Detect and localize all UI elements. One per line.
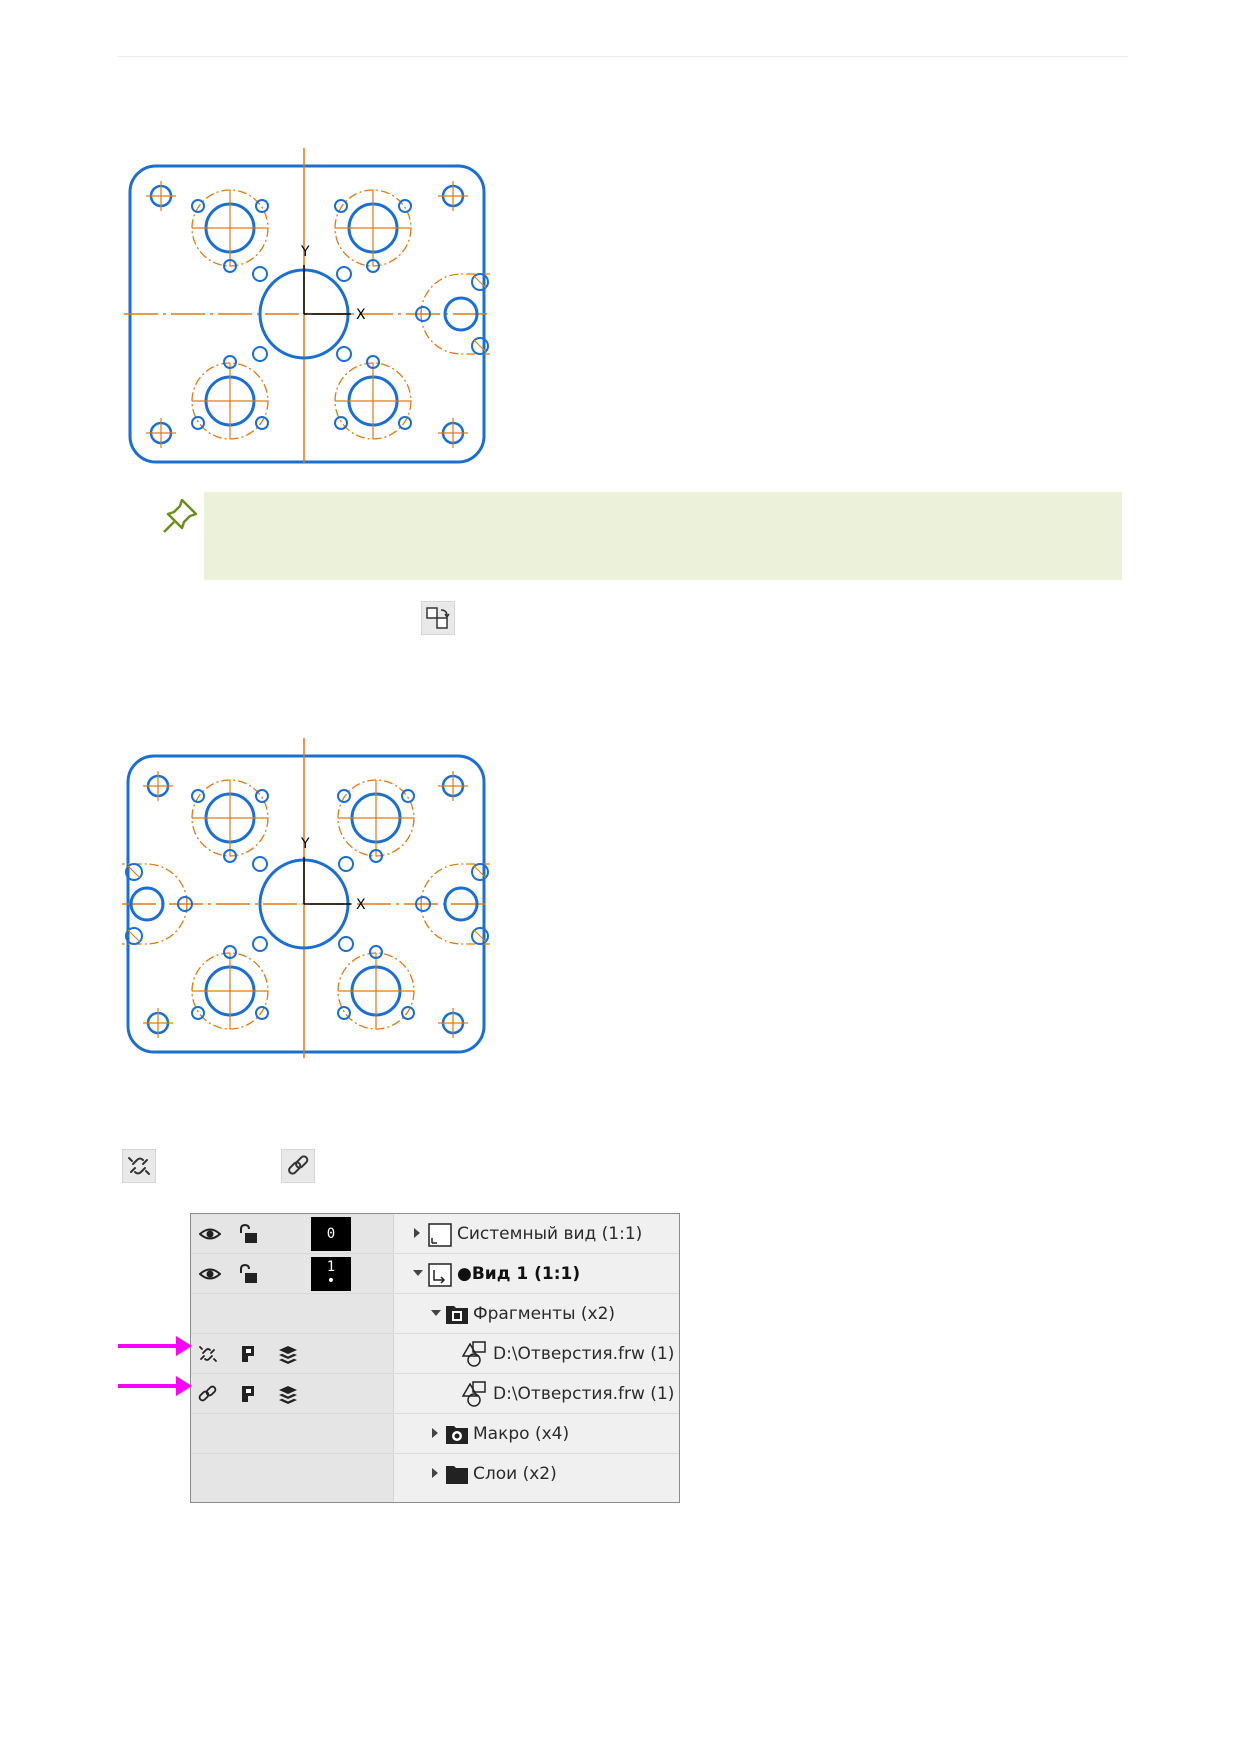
- center-axes: [122, 738, 490, 1058]
- fragment-top-right: [337, 779, 415, 872]
- fragment-insert-icon[interactable]: [237, 1344, 259, 1364]
- fragment-bottom-right: [337, 936, 415, 1030]
- eye-icon[interactable]: [198, 1264, 222, 1284]
- fragment-top-left: [191, 779, 269, 872]
- layers-icon[interactable]: [277, 1384, 299, 1404]
- tree-label: Слои (x2): [473, 1464, 557, 1484]
- unlock-icon[interactable]: [237, 1263, 259, 1284]
- axis-y-label: Y: [300, 244, 310, 260]
- fragment-file-icon: [461, 1380, 489, 1408]
- tree-row-fragment-linked[interactable]: D:\Отверстия.frw (1): [191, 1374, 679, 1414]
- note-box: [204, 492, 1122, 580]
- link-icon[interactable]: [281, 1149, 315, 1183]
- tree-label: D:\Отверстия.frw (1): [493, 1384, 675, 1404]
- tree-row-layers[interactable]: Слои (x2): [191, 1454, 679, 1502]
- tree-label: Фрагменты (x2): [473, 1304, 616, 1324]
- fragments-folder-icon: [445, 1303, 469, 1325]
- layers-icon[interactable]: [277, 1344, 299, 1364]
- system-view-icon: [427, 1222, 453, 1248]
- link-broken-icon[interactable]: [122, 1149, 156, 1183]
- pushpin-icon: [160, 492, 204, 536]
- layers-folder-icon: [445, 1463, 469, 1485]
- expand-arrow-icon[interactable]: [414, 1228, 420, 1238]
- axis-y-label: Y: [300, 836, 310, 852]
- layer-number-value: 1: [326, 1259, 336, 1275]
- swap-view-icon[interactable]: [421, 601, 455, 635]
- pointer-arrow-linked: [118, 1376, 192, 1396]
- tree-row-view-1[interactable]: 1• ●Вид 1 (1:1): [191, 1254, 679, 1294]
- drawing-plate-before: Y X: [124, 148, 490, 464]
- link-broken-icon[interactable]: [197, 1344, 219, 1364]
- tree-label: D:\Отверстия.frw (1): [493, 1344, 675, 1364]
- page-header-rule: [118, 56, 1128, 57]
- fragment-top-right: [334, 189, 412, 282]
- fragment-left: [122, 863, 193, 945]
- fragment-top-left: [191, 189, 269, 282]
- fragment-bottom-right: [334, 346, 412, 440]
- tree-label: Системный вид (1:1): [457, 1224, 643, 1244]
- row-controls-column: [191, 1214, 394, 1502]
- fragment-right: [415, 863, 490, 945]
- axis-x-label: X: [356, 897, 366, 913]
- pointer-arrow-unlinked: [118, 1336, 192, 1356]
- expand-arrow-icon[interactable]: [432, 1428, 438, 1438]
- expand-arrow-icon[interactable]: [432, 1468, 438, 1478]
- tree-row-macro[interactable]: Макро (x4): [191, 1414, 679, 1454]
- tree-row-system-view[interactable]: 0 Системный вид (1:1): [191, 1214, 679, 1254]
- link-icon[interactable]: [197, 1384, 219, 1404]
- fragment-right: [415, 273, 490, 355]
- collapse-arrow-icon[interactable]: [413, 1270, 423, 1276]
- collapse-arrow-icon[interactable]: [431, 1310, 441, 1316]
- view-icon: [427, 1262, 453, 1288]
- view-tree-panel: 0 Системный вид (1:1) 1• ●Вид 1 (1:1) Фр…: [190, 1213, 680, 1503]
- tree-label: ●Вид 1 (1:1): [457, 1264, 581, 1284]
- fragment-file-icon: [461, 1340, 489, 1368]
- drawing-plate-after: Y X: [122, 738, 490, 1058]
- coordinate-system: [303, 857, 351, 905]
- axis-x-label: X: [356, 307, 366, 323]
- unlock-icon[interactable]: [237, 1223, 259, 1244]
- tree-row-fragments[interactable]: Фрагменты (x2): [191, 1294, 679, 1334]
- fragment-bottom-left: [191, 346, 269, 440]
- coordinate-system: [303, 265, 351, 315]
- layer-number: 1•: [311, 1257, 351, 1291]
- macro-folder-icon: [445, 1423, 469, 1445]
- tree-label: Макро (x4): [473, 1424, 570, 1444]
- tree-row-fragment-unlinked[interactable]: D:\Отверстия.frw (1): [191, 1334, 679, 1374]
- center-axes: [124, 148, 490, 463]
- fragment-bottom-left: [191, 936, 269, 1030]
- eye-icon[interactable]: [198, 1224, 222, 1244]
- layer-number: 0: [311, 1217, 351, 1251]
- fragment-insert-icon[interactable]: [237, 1384, 259, 1404]
